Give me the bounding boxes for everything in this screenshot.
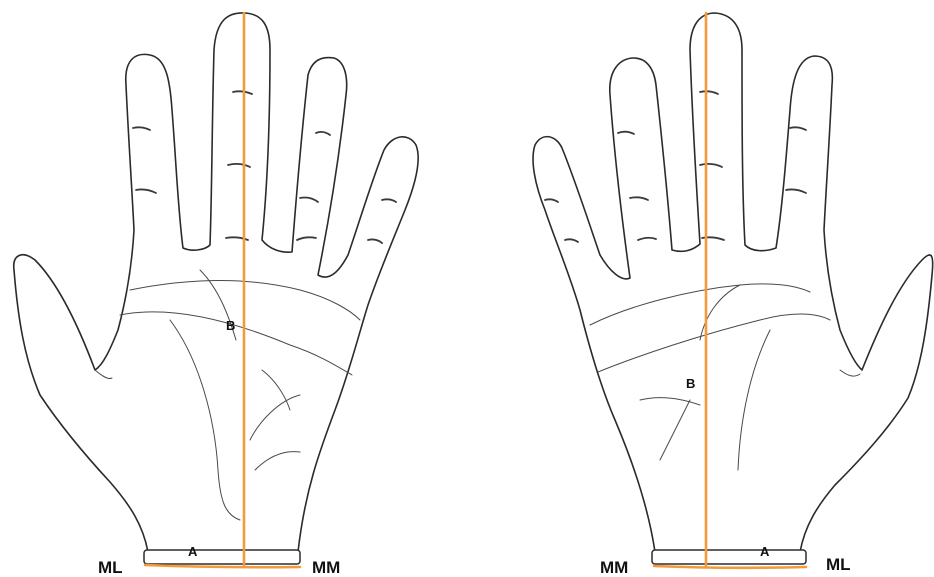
label-b-right: B [686,376,695,391]
label-a-right: A [760,544,770,559]
label-ml-right: ML [826,555,851,574]
wrist-line-a-bar-right [652,550,806,564]
wrist-line-a-bar-left [144,550,300,564]
line-a-left [145,565,300,567]
label-ml-left: ML [98,558,123,577]
label-mm-left: MM [312,558,340,577]
hand-outline-left [14,13,418,552]
line-a-right [654,566,806,568]
label-mm-right: MM [600,558,628,577]
label-a-left: A [188,544,198,559]
label-b-left: B [226,318,235,333]
hand-outline-right [533,13,933,552]
hand-figure-left: B A ML MM [14,13,418,577]
hand-figure-right: B A MM ML [533,13,933,577]
